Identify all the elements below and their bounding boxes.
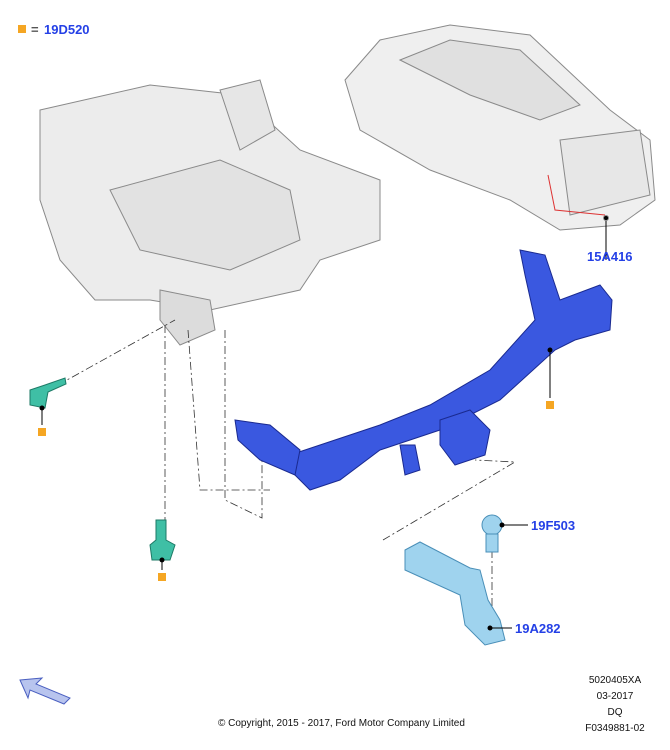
assembly-lines	[57, 319, 517, 625]
tow-ball	[481, 514, 503, 553]
info-code2: DQ	[607, 707, 623, 718]
bolt-icon	[29, 377, 176, 561]
vehicle-body	[344, 24, 656, 260]
info-figure-id: F0349881-02	[585, 723, 645, 734]
copyright: © Copyright, 2015 - 2017, Ford Motor Com…	[218, 718, 465, 729]
callout-19A282: 19A282	[515, 621, 561, 636]
legend-equals: =	[31, 22, 39, 37]
front-direction-arrow-icon	[19, 677, 71, 705]
body-floor-panel	[39, 79, 381, 346]
callout-15A416: 15A416	[587, 249, 633, 264]
legend-part-number: 19D520	[44, 22, 90, 37]
figure-info: 5020405XA 03-2017 DQ F0349881-02	[570, 673, 660, 737]
part-marker-19D520	[38, 401, 554, 581]
callout-19F503: 19F503	[531, 518, 576, 533]
info-date: 03-2017	[596, 691, 634, 702]
info-code1: 5020405XA	[588, 675, 642, 686]
ball-mount	[404, 541, 506, 646]
legend-symbol-icon	[18, 25, 26, 33]
tow-bar	[234, 249, 613, 491]
